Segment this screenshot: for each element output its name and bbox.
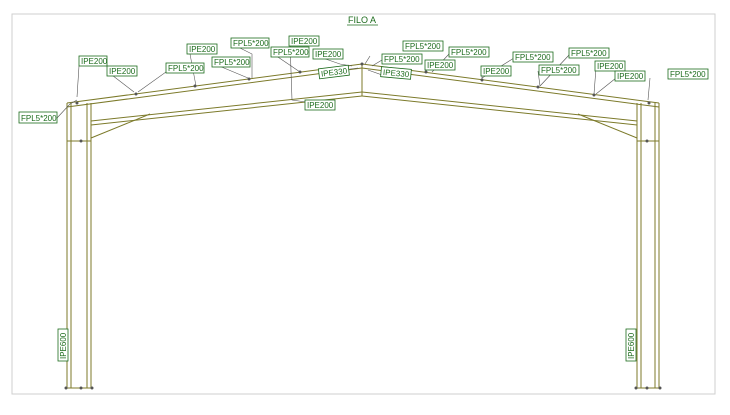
right-column — [636, 103, 660, 389]
tag-ipe200-5: IPE200 — [312, 48, 344, 60]
portal-frame — [64, 62, 662, 390]
member-label: IPE200 — [315, 50, 342, 59]
tag-fpl-1: FPL5*200 — [165, 62, 205, 74]
member-tags: FPL5*200 IPE200 IPE200 FPL5*200 IPE200 F… — [18, 35, 709, 362]
member-label: IPE200 — [81, 57, 108, 66]
leader-lines — [56, 41, 651, 119]
member-label: FPL5*200 — [670, 70, 706, 79]
tag-fpl-right-eave: FPL5*200 — [667, 68, 709, 80]
member-label: IPE200 — [189, 45, 216, 54]
member-label: FPL5*200 — [384, 55, 420, 64]
member-label: IPE200 — [483, 67, 510, 76]
connection-nodes — [64, 62, 662, 390]
member-label: IPE600 — [627, 332, 636, 359]
tag-fpl-9: FPL5*200 — [538, 64, 580, 76]
tag-fpl-2: FPL5*200 — [211, 56, 251, 68]
tag-ipe200-9: IPE200 — [594, 60, 626, 72]
member-label: IPE200 — [307, 101, 334, 110]
tag-ipe200-1: IPE200 — [78, 55, 108, 67]
member-label: FPL5*200 — [273, 48, 309, 57]
tag-ipe200-10: IPE200 — [614, 70, 646, 82]
member-label: FPL5*200 — [21, 114, 57, 123]
member-label: IPE600 — [59, 332, 68, 359]
tag-ipe600-left: IPE600 — [57, 328, 69, 362]
tag-ipe600-right: IPE600 — [625, 328, 637, 362]
tag-ipe330-right: IPE330 — [380, 66, 412, 80]
tag-ipe200-8: IPE200 — [480, 65, 512, 77]
member-label: IPE330 — [320, 66, 348, 78]
tag-ipe200-3: IPE200 — [186, 43, 218, 55]
tag-ipe330-left: IPE330 — [317, 64, 350, 80]
tag-ipe200-7: IPE200 — [424, 59, 456, 71]
tag-fpl-left-eave: FPL5*200 — [18, 111, 58, 124]
tag-ipe200-4: IPE200 — [288, 35, 320, 47]
tag-ipe200-6: IPE200 — [304, 99, 336, 111]
member-label: IPE200 — [427, 61, 454, 70]
sheet-border — [11, 13, 716, 395]
member-label: FPL5*200 — [541, 66, 577, 75]
tag-ipe200-2: IPE200 — [106, 65, 138, 77]
left-column — [66, 103, 92, 389]
member-label: IPE200 — [617, 72, 644, 81]
member-label: FPL5*200 — [405, 42, 441, 51]
member-label: IPE200 — [291, 37, 318, 46]
tag-fpl-5: FPL5*200 — [402, 40, 444, 52]
member-label: IPE330 — [383, 68, 410, 79]
tag-fpl-7: FPL5*200 — [448, 46, 490, 58]
tag-fpl-4: FPL5*200 — [270, 46, 310, 58]
tag-fpl-8: FPL5*200 — [512, 51, 554, 63]
tag-fpl-6: FPL5*200 — [381, 53, 423, 65]
member-label: FPL5*200 — [515, 53, 551, 62]
member-label: IPE200 — [597, 62, 624, 71]
member-label: FPL5*200 — [168, 64, 204, 73]
drawing-title: FILO A — [348, 15, 376, 25]
tag-fpl-10: FPL5*200 — [568, 47, 610, 59]
member-label: IPE200 — [109, 67, 136, 76]
member-label: FPL5*200 — [451, 48, 487, 57]
member-label: FPL5*200 — [571, 49, 607, 58]
member-label: FPL5*200 — [214, 58, 250, 67]
tag-fpl-3: FPL5*200 — [230, 37, 270, 49]
member-label: FPL5*200 — [233, 39, 269, 48]
